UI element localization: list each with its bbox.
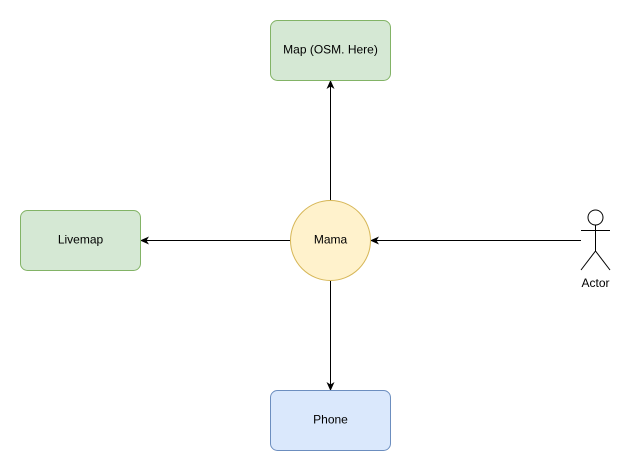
node-map[interactable]: Map (OSM. Here) xyxy=(270,20,391,81)
node-map-label: Map (OSM. Here) xyxy=(283,43,378,57)
node-actor[interactable]: Actor xyxy=(580,209,611,290)
node-mama-circle xyxy=(290,200,371,281)
node-phone[interactable]: Phone xyxy=(270,390,391,451)
node-phone-label: Phone xyxy=(313,413,348,427)
node-livemap-box xyxy=(20,210,141,271)
actor-stick-figure-icon xyxy=(580,209,611,271)
node-phone-box xyxy=(270,390,391,451)
node-mama-label: Mama xyxy=(314,233,348,247)
node-map-box xyxy=(270,20,391,81)
node-livemap-label: Livemap xyxy=(58,233,104,247)
node-livemap[interactable]: Livemap xyxy=(20,210,141,271)
node-mama[interactable]: Mama xyxy=(290,200,371,281)
node-actor-label: Actor xyxy=(581,276,609,290)
